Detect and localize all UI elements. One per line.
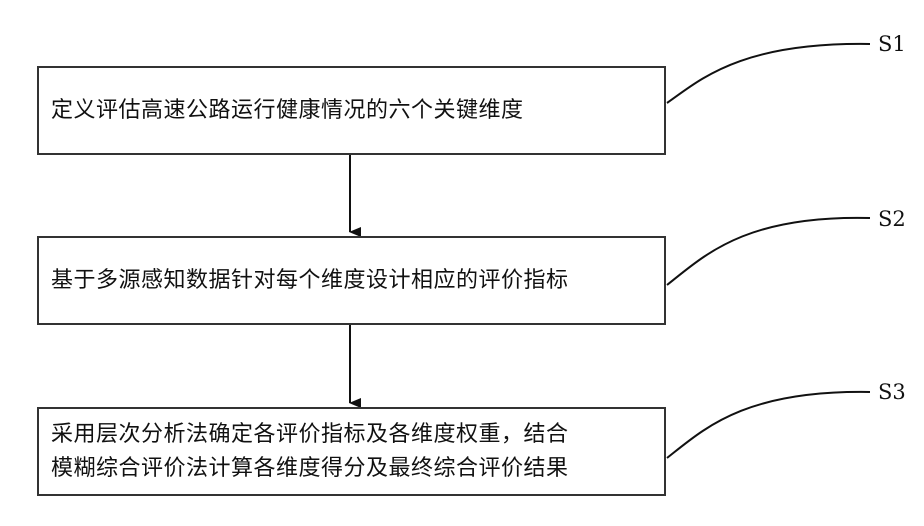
step-text-s3: 采用层次分析法确定各评价指标及各维度权重，结合 模糊综合评价法计算各维度得分及最… [51, 418, 569, 486]
step-text-s2: 基于多源感知数据针对每个维度设计相应的评价指标 [51, 264, 569, 298]
step-box-s2: 基于多源感知数据针对每个维度设计相应的评价指标 [37, 236, 666, 325]
step-label-s2: S2 [878, 207, 906, 231]
step-box-s1: 定义评估高速公路运行健康情况的六个关键维度 [37, 66, 666, 155]
step-label-s3: S3 [878, 380, 906, 404]
leader-line-s1 [667, 44, 870, 103]
leader-line-s2 [667, 218, 870, 285]
leader-line-s3 [667, 392, 870, 458]
step-box-s3: 采用层次分析法确定各评价指标及各维度权重，结合 模糊综合评价法计算各维度得分及最… [37, 407, 666, 496]
step-text-s1: 定义评估高速公路运行健康情况的六个关键维度 [51, 94, 524, 128]
step-label-s1: S1 [878, 32, 906, 56]
